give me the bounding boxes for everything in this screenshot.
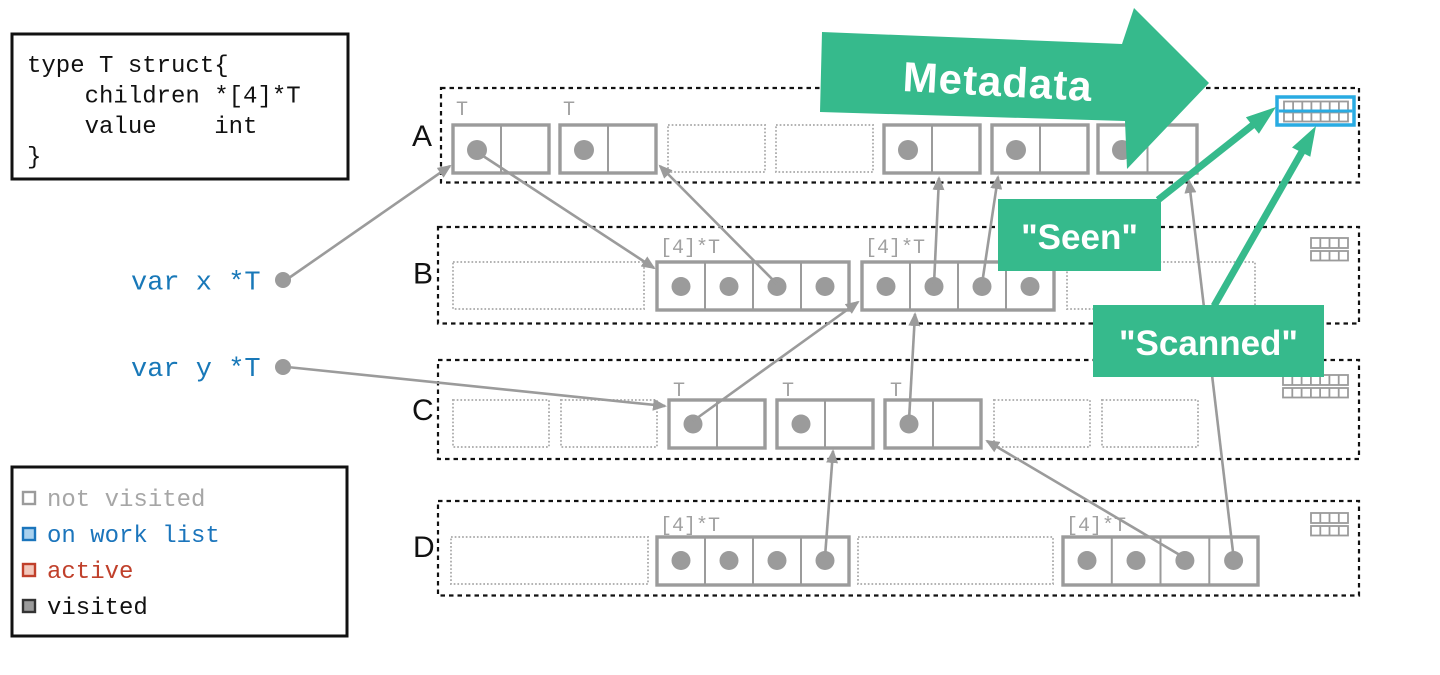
svg-text:D: D	[413, 531, 435, 564]
svg-text:C: C	[412, 394, 434, 427]
svg-text:var x *T: var x *T	[131, 269, 261, 299]
svg-text:var y *T: var y *T	[131, 355, 261, 385]
svg-text:}: }	[27, 145, 41, 172]
svg-text:T: T	[782, 380, 794, 403]
svg-text:"Scanned": "Scanned"	[1119, 324, 1298, 363]
svg-text:[4]*T: [4]*T	[660, 515, 720, 538]
svg-text:A: A	[412, 120, 432, 153]
svg-text:B: B	[413, 258, 433, 291]
svg-text:[4]*T: [4]*T	[1066, 515, 1126, 538]
svg-text:T: T	[456, 99, 468, 122]
svg-text:T: T	[890, 380, 902, 403]
svg-text:not visited: not visited	[47, 487, 205, 514]
svg-text:value int: value int	[27, 114, 257, 141]
svg-text:children *[4]*T: children *[4]*T	[27, 84, 301, 111]
svg-text:T: T	[673, 380, 685, 403]
svg-text:[4]*T: [4]*T	[865, 237, 925, 260]
svg-text:on work list: on work list	[47, 523, 220, 550]
svg-text:type T struct{: type T struct{	[27, 53, 229, 80]
svg-text:[4]*T: [4]*T	[660, 237, 720, 260]
svg-text:active: active	[47, 559, 133, 586]
svg-text:"Seen": "Seen"	[1021, 218, 1138, 257]
svg-text:visited: visited	[47, 595, 148, 622]
svg-text:Metadata: Metadata	[902, 53, 1094, 110]
svg-text:T: T	[563, 99, 575, 122]
